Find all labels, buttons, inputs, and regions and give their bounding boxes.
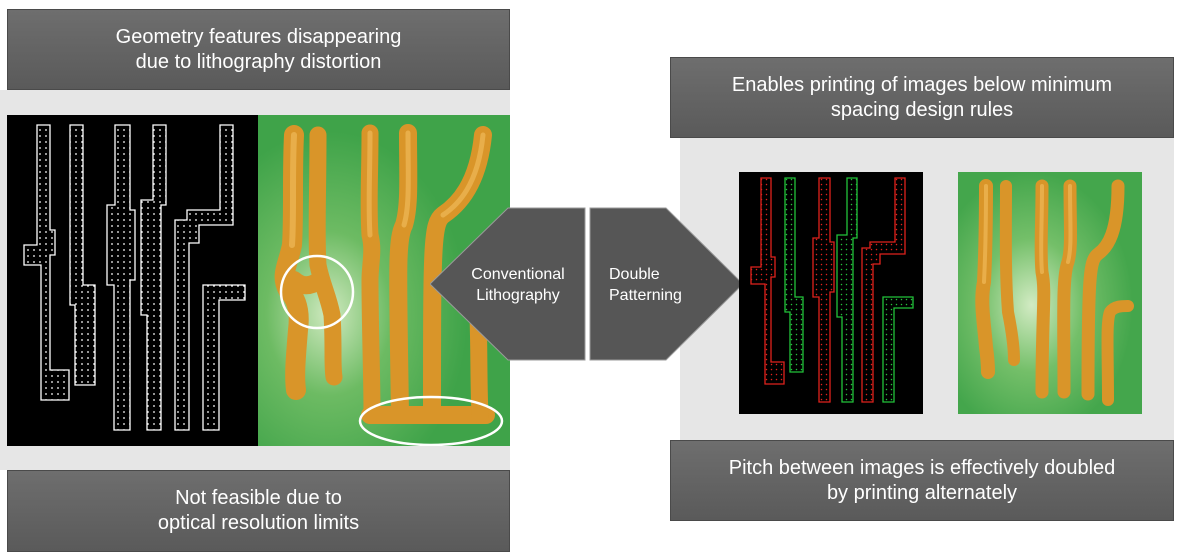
conventional-wafer-result (258, 115, 510, 446)
wafer-feature (1081, 179, 1125, 401)
double-patterning-label: Double Patterning (609, 264, 719, 306)
caption-line: Geometry features disappearing (115, 25, 402, 48)
double-patterning-mask-layout (739, 172, 923, 414)
mask-feature-green (784, 177, 804, 373)
caption-line: Enables printing of images below minimum (731, 73, 1113, 96)
mask-feature-green (882, 296, 914, 403)
mask-feature-red (861, 177, 906, 403)
arrow-label-line: Conventional (471, 266, 565, 283)
conventional-lithography-label: Conventional Lithography (456, 264, 580, 306)
mask-feature-green (836, 177, 858, 403)
mask-feature (106, 124, 136, 431)
mask-feature (140, 124, 167, 431)
right-top-caption: Enables printing of images below minimum… (670, 57, 1174, 138)
mask-feature (202, 284, 246, 431)
caption-line: spacing design rules (830, 98, 1014, 121)
arrow-label-line: Lithography (476, 287, 560, 304)
arrow-label-line: Patterning (609, 287, 682, 304)
arrow-label-line: Double (609, 266, 660, 283)
defect-highlight-circle (279, 254, 355, 330)
double-patterning-wafer-result (958, 172, 1142, 414)
center-arrows (430, 207, 744, 361)
caption-line: optical resolution limits (157, 512, 360, 534)
wafer-feature (285, 271, 329, 295)
caption-line: due to lithography distortion (135, 50, 382, 73)
mask-feature (69, 124, 96, 386)
mask-feature-red (812, 177, 835, 403)
defect-highlight-ellipse (358, 395, 504, 446)
conventional-lithography-arrow (430, 207, 586, 361)
right-bottom-caption: Pitch between images is effectively doub… (670, 440, 1174, 521)
wafer-feature (999, 180, 1020, 366)
left-top-caption: Geometry features disappearing due to li… (7, 9, 510, 90)
caption-line: Not feasible due to (175, 487, 342, 509)
caption-line: Pitch between images is effectively doub… (728, 456, 1116, 479)
conventional-mask-layout (7, 115, 259, 446)
caption-line: by printing alternately (826, 481, 1018, 504)
mask-feature (23, 124, 70, 401)
left-bottom-caption: Not feasible due to optical resolution l… (7, 470, 510, 552)
wafer-feature (1101, 300, 1134, 406)
mask-feature-red (750, 177, 785, 385)
double-patterning-arrow (589, 207, 744, 361)
mask-feature (174, 124, 234, 431)
